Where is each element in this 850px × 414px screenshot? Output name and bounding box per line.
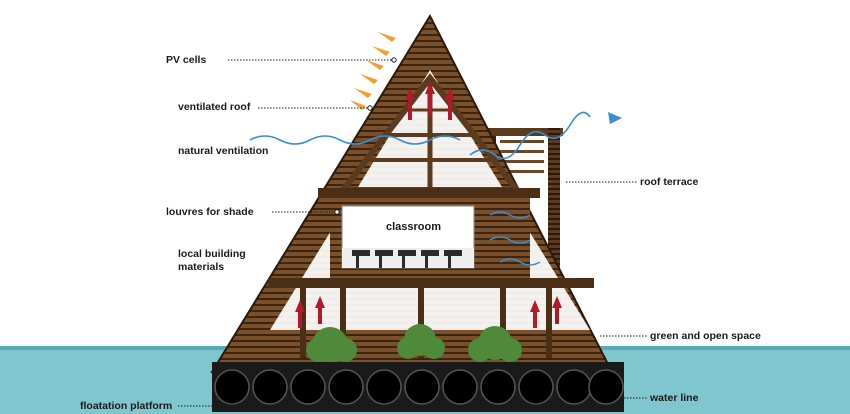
open-space-posts [300,288,552,358]
label-natural-ventilation: natural ventilation [178,145,269,157]
label-louvres: louvres for shade [166,206,254,218]
green-space-plants [306,324,522,363]
sun-ray-arrows [350,32,396,110]
leader-lines [178,59,648,407]
label-pv-cells: PV cells [166,54,207,66]
middle-floor-slab [268,278,594,288]
breeze-arrowhead [608,112,622,124]
label-local-materials-2: materials [178,261,225,273]
label-green-space: green and open space [650,330,761,342]
leader-endpoints [334,57,397,215]
breeze-lines [249,111,591,266]
desks [352,250,462,268]
label-roof-terrace: roof terrace [640,176,699,188]
upper-floor-slab [318,188,540,198]
label-water-line: water line [650,392,699,404]
label-floatation-platform: floatation platform [80,400,173,412]
rising-air-arrows [295,82,562,328]
label-ventilated-roof: ventilated roof [178,101,251,113]
floatation-drums [214,369,624,405]
label-classroom: classroom [386,221,442,233]
label-local-materials-1: local building [178,248,246,260]
classroom-room [330,198,530,278]
